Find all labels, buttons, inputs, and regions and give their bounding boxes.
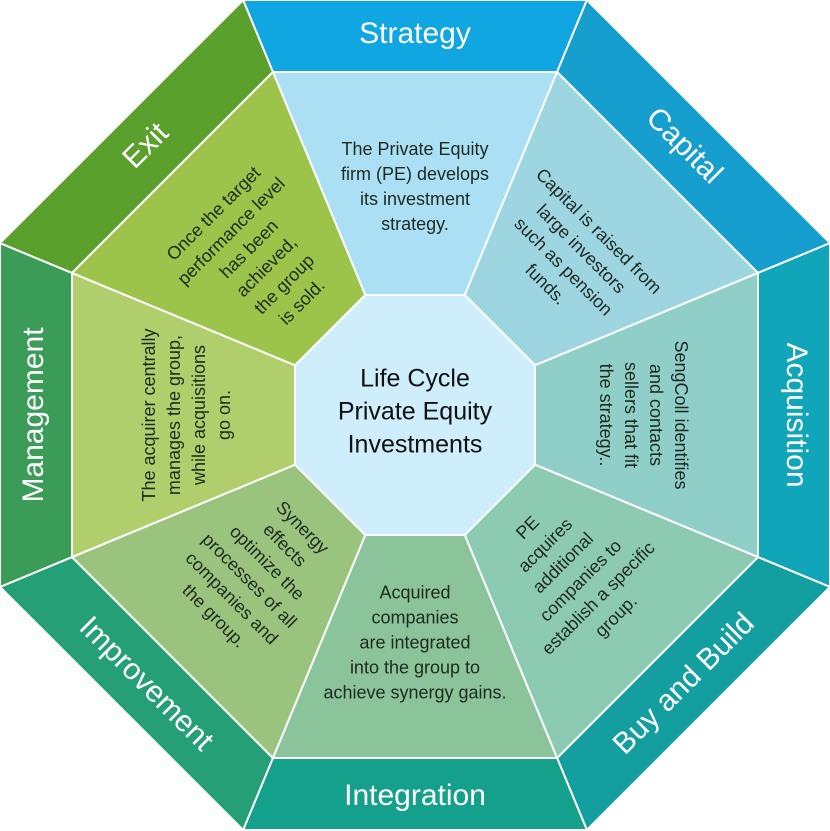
stage-description-strategy: The Private Equity firm (PE) develops it… <box>340 139 490 234</box>
center-octagon <box>294 294 536 536</box>
stage-label-management: Management <box>17 327 50 503</box>
stage-label-acquisition: Acquisition <box>780 342 813 488</box>
center-title: Life Cycle Private Equity Investments <box>337 364 493 459</box>
stage-label-strategy: Strategy <box>359 17 471 50</box>
stage-label-integration: Integration <box>344 779 486 812</box>
stage-description-integration: Acquired companies are integrated into t… <box>323 582 507 703</box>
